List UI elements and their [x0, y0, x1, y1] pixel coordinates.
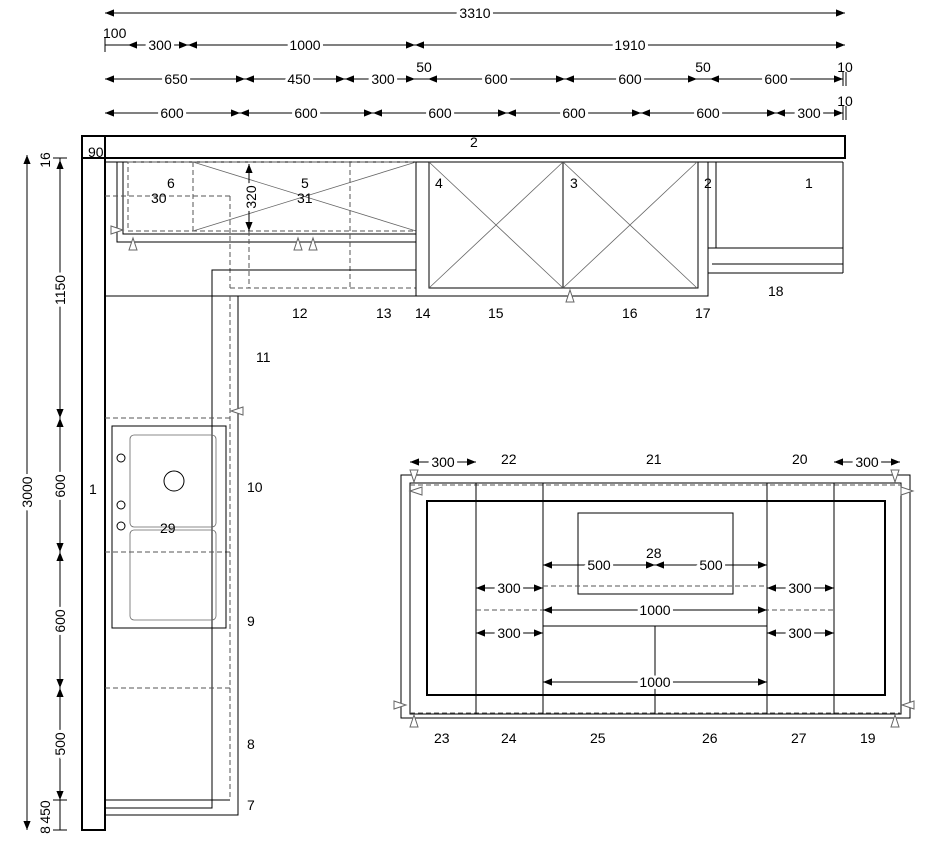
label-26: 26	[702, 730, 718, 746]
label-1-right: 1	[805, 175, 813, 191]
left-run-cabinets	[104, 242, 417, 816]
label-20: 20	[792, 451, 808, 467]
dim-r2-h: 600	[764, 71, 788, 87]
label-6: 6	[167, 175, 175, 191]
top-run-cabinets: 320	[105, 161, 844, 297]
dim-r2-b: 450	[287, 71, 311, 87]
dim-r2-e: 600	[484, 71, 508, 87]
dim-l-e: 500	[52, 732, 68, 756]
dim-r1-b: 300	[148, 37, 172, 53]
dim-island-r1-b: 300	[788, 580, 812, 596]
hinge-markers	[110, 225, 915, 728]
dim-total-width: 3310	[459, 5, 490, 21]
dim-island-r2-a: 300	[497, 625, 521, 641]
dim-total-depth: 3000	[19, 476, 35, 507]
label-9: 9	[247, 613, 255, 629]
label-12: 12	[292, 305, 308, 321]
dim-l-a: 16	[37, 152, 53, 168]
label-14: 14	[415, 305, 431, 321]
label-7: 7	[247, 797, 255, 813]
label-31: 31	[297, 190, 313, 206]
dim-l-c: 600	[52, 474, 68, 498]
label-22: 22	[501, 451, 517, 467]
dim-r3-f: 300	[797, 105, 821, 121]
dim-r2-c: 300	[371, 71, 395, 87]
label-13: 13	[376, 305, 392, 321]
dim-island-mid: 1000	[639, 602, 670, 618]
label-18: 18	[768, 283, 784, 299]
label-25: 25	[590, 730, 606, 746]
island: 300 300 500 500 300 300 1000 300 300 100…	[400, 451, 911, 719]
label-3: 3	[570, 175, 578, 191]
dim-island-r2-b: 300	[788, 625, 812, 641]
label-15: 15	[488, 305, 504, 321]
label-30: 30	[151, 190, 167, 206]
dim-island-half-a: 500	[587, 557, 611, 573]
walls: 90 2	[81, 134, 846, 831]
dim-island-right: 300	[855, 454, 879, 470]
dim-height-320: 320	[243, 185, 259, 209]
wall-label-90: 90	[88, 144, 104, 160]
label-27: 27	[791, 730, 807, 746]
label-29: 29	[160, 520, 176, 536]
dim-r3-b: 600	[294, 105, 318, 121]
label-11: 11	[256, 349, 271, 365]
dim-island-left: 300	[431, 454, 455, 470]
dim-island-r1-a: 300	[497, 580, 521, 596]
label-4: 4	[435, 175, 443, 191]
sink	[111, 425, 227, 629]
dim-r3-c: 600	[428, 105, 452, 121]
top-dimensions: 3310 100 300 1000 1910 650 450 300 50 60…	[103, 2, 853, 124]
dim-r3-d: 600	[562, 105, 586, 121]
dim-l-b: 1150	[52, 275, 68, 305]
dim-r2-f: 600	[618, 71, 642, 87]
item-labels: 1 1 2 3 4 5 6 7 8 9 10 11 12 13 14 15 16…	[89, 175, 876, 813]
dim-island-bottom: 1000	[639, 674, 670, 690]
label-23: 23	[434, 730, 450, 746]
left-dimensions: 3000 16 1150 600 600 500 450 8	[16, 152, 71, 834]
label-5: 5	[301, 175, 309, 191]
dim-r2-g: 50	[695, 59, 711, 75]
dim-l-d: 600	[52, 609, 68, 633]
dim-r3-a: 600	[160, 105, 184, 121]
dim-l-f: 450	[37, 800, 53, 824]
dim-r3-g: 10	[837, 93, 853, 109]
label-1-left: 1	[89, 481, 97, 497]
label-28: 28	[646, 545, 662, 561]
wall-label-2: 2	[470, 134, 478, 150]
dim-r1-c: 1000	[289, 37, 320, 53]
dim-r1-a: 100	[103, 25, 127, 41]
label-21: 21	[646, 451, 662, 467]
dim-r1-d: 1910	[614, 37, 645, 53]
dim-r2-i: 10	[837, 59, 853, 75]
dim-r2-d: 50	[416, 59, 432, 75]
label-16: 16	[622, 305, 638, 321]
dim-r2-a: 650	[164, 71, 188, 87]
dim-r3-e: 600	[696, 105, 720, 121]
label-8: 8	[247, 736, 255, 752]
label-10: 10	[247, 479, 263, 495]
dim-island-half-b: 500	[699, 557, 723, 573]
label-24: 24	[501, 730, 517, 746]
label-19: 19	[860, 730, 876, 746]
dim-l-g: 8	[37, 826, 53, 834]
label-2: 2	[704, 175, 712, 191]
label-17: 17	[695, 305, 711, 321]
